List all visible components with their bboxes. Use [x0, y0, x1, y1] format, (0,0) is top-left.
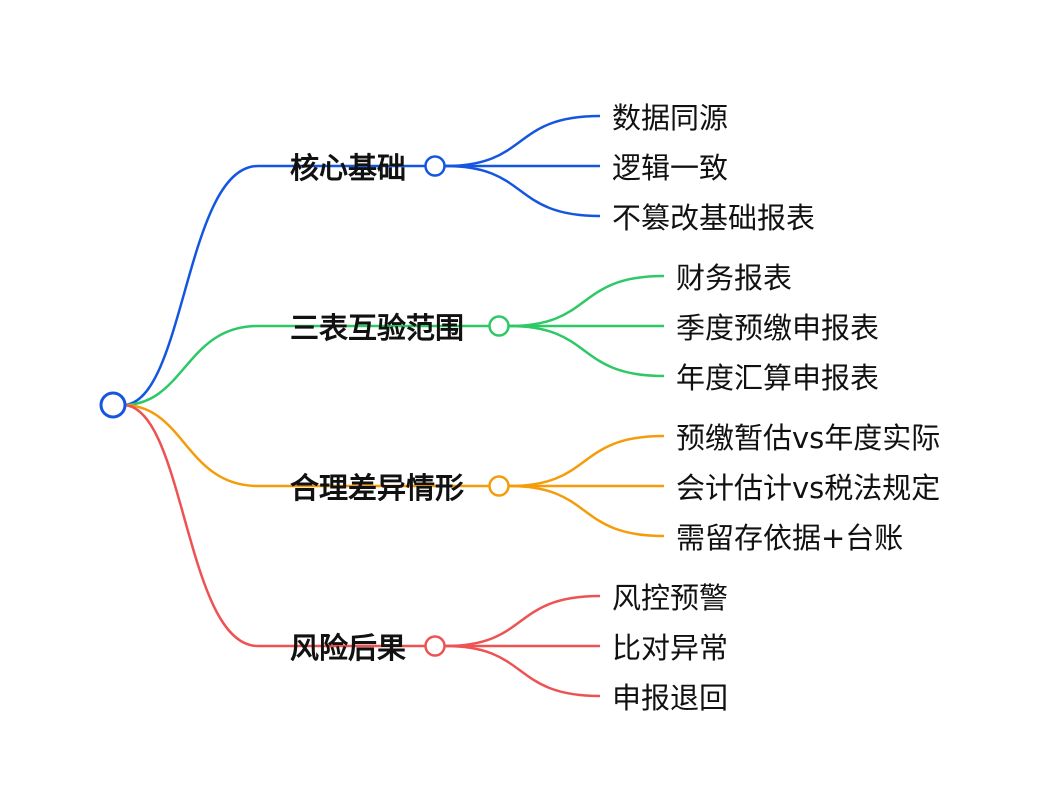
leaf-label: 比对异常 [612, 631, 728, 665]
leaf-label: 需留存依据+台账 [676, 521, 903, 555]
leaf-label: 财务报表 [676, 261, 792, 295]
leaf-label: 预缴暂估vs年度实际 [676, 421, 940, 455]
branch-node [488, 315, 510, 337]
leaf-connector [508, 484, 665, 538]
leaf-connector [444, 114, 601, 168]
leaf-label: 年度汇算申报表 [676, 361, 879, 395]
leaf-connector [508, 274, 665, 328]
branch-links [444, 114, 665, 698]
leaf-connector [444, 594, 601, 648]
leaf-connector [444, 164, 601, 218]
branch-node [488, 475, 510, 497]
leaf-label: 风控预警 [612, 581, 728, 615]
leaf-label: 数据同源 [612, 101, 728, 135]
branch-node [424, 635, 446, 657]
root-node [99, 391, 127, 419]
root-links [122, 164, 489, 648]
branch-label-differences: 合理差异情形 [290, 471, 464, 505]
leaf-label: 季度预缴申报表 [676, 311, 879, 345]
branch-label-risk: 风险后果 [290, 631, 406, 665]
branch-label-core: 核心基础 [290, 151, 406, 185]
branch-label-scope: 三表互验范围 [290, 311, 464, 345]
nodes [99, 155, 510, 657]
root-connector [122, 324, 259, 407]
leaf-label: 申报退回 [612, 681, 728, 715]
leaf-connector [444, 644, 601, 698]
root-connector [122, 403, 259, 488]
branch-node [424, 155, 446, 177]
leaf-connector [508, 324, 665, 378]
leaf-connector [508, 434, 665, 488]
root-connector [122, 164, 259, 407]
leaf-label: 不篡改基础报表 [612, 201, 815, 235]
leaf-label: 逻辑一致 [612, 151, 728, 185]
leaf-label: 会计估计vs税法规定 [676, 471, 940, 505]
root-connector [122, 403, 259, 648]
